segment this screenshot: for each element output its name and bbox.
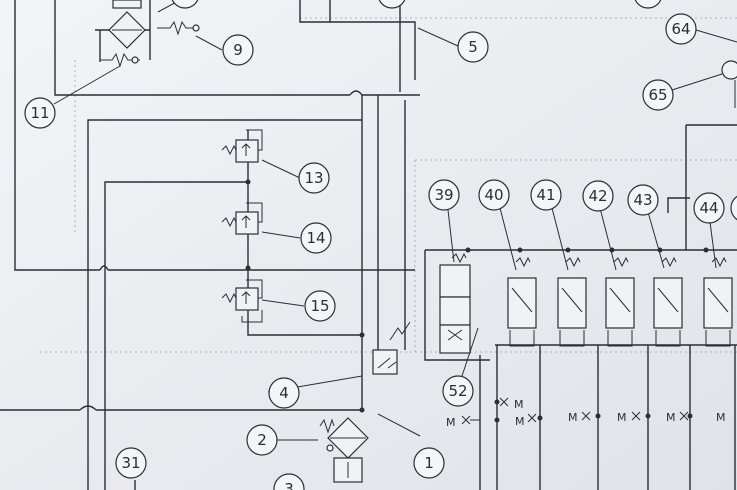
callout-43: 43 <box>627 184 659 216</box>
callout-9: 9 <box>222 34 254 66</box>
callout-13: 13 <box>298 162 330 194</box>
callout-52: 52 <box>442 375 474 407</box>
callout-41: 41 <box>530 179 562 211</box>
callout-44: 44 <box>693 192 725 224</box>
svg-text:11: 11 <box>30 104 49 122</box>
svg-text:1: 1 <box>424 454 434 472</box>
valve-43 <box>653 256 683 347</box>
relief-valve-13 <box>221 129 263 163</box>
callout-65: 65 <box>642 79 674 111</box>
callout-3: 3 <box>273 473 305 490</box>
svg-text:9: 9 <box>233 41 243 59</box>
svg-text:15: 15 <box>310 297 329 315</box>
callout-14: 14 <box>300 222 332 254</box>
main-filter <box>319 417 369 483</box>
svg-text:M: M <box>514 398 524 411</box>
filter-assembly <box>100 0 200 68</box>
svg-text:41: 41 <box>536 186 555 204</box>
valve-41 <box>557 256 587 347</box>
callout-42: 42 <box>582 180 614 212</box>
svg-text:M: M <box>617 411 627 424</box>
svg-text:39: 39 <box>434 186 453 204</box>
relief-valve-15 <box>221 279 263 323</box>
callout-1: 1 <box>413 447 445 479</box>
valve-42 <box>605 256 635 347</box>
leader-lines <box>53 0 737 441</box>
svg-text:M: M <box>666 411 676 424</box>
callout-4: 4 <box>268 377 300 409</box>
svg-text:4: 4 <box>279 384 289 402</box>
svg-text:42: 42 <box>588 187 607 205</box>
svg-text:52: 52 <box>448 382 467 400</box>
callout-2: 2 <box>246 424 278 456</box>
svg-text:44: 44 <box>699 199 718 217</box>
svg-text:3: 3 <box>284 480 294 490</box>
svg-text:M: M <box>446 416 456 429</box>
svg-text:2: 2 <box>257 431 267 449</box>
dashed-boundaries <box>40 17 737 353</box>
line-crossings <box>79 90 363 411</box>
svg-text:65: 65 <box>648 86 667 104</box>
relief-valve-14 <box>221 202 263 235</box>
svg-text:M: M <box>568 411 578 424</box>
callout-64: 64 <box>665 13 697 45</box>
callout-11: 11 <box>24 97 56 129</box>
motor-symbol <box>721 60 737 108</box>
callout-39: 39 <box>428 179 460 211</box>
svg-text:31: 31 <box>121 454 140 472</box>
valve-39 <box>439 252 471 354</box>
callout-5: 5 <box>457 31 489 63</box>
svg-text:64: 64 <box>671 20 690 38</box>
valve-40 <box>507 256 537 347</box>
callout-31: 31 <box>115 447 147 479</box>
callout-15: 15 <box>304 290 336 322</box>
callout-partial-top <box>171 0 737 221</box>
svg-text:13: 13 <box>304 169 323 187</box>
svg-text:43: 43 <box>633 191 652 209</box>
pressure-switch <box>372 321 411 375</box>
measure-points: M M M M M M M <box>446 397 726 429</box>
callout-40: 40 <box>478 179 510 211</box>
svg-text:M: M <box>716 411 726 424</box>
svg-text:5: 5 <box>468 38 478 56</box>
svg-text:14: 14 <box>306 229 325 247</box>
valve-44 <box>703 256 733 347</box>
svg-text:M: M <box>515 415 525 428</box>
svg-text:40: 40 <box>484 186 503 204</box>
